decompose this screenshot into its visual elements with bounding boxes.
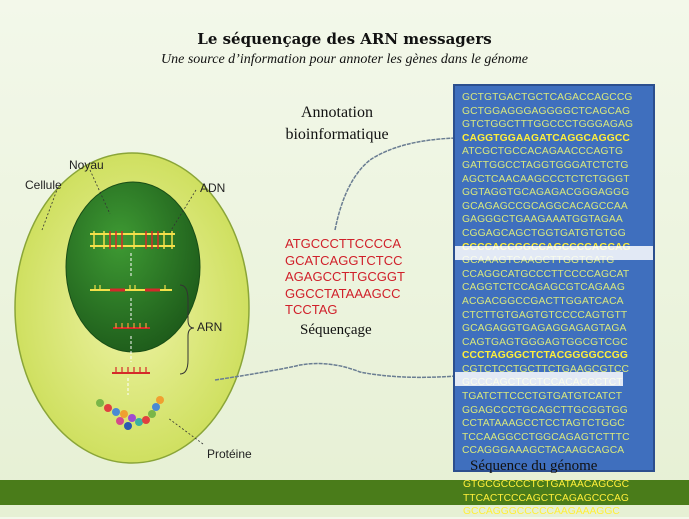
genome-line: GATTGGCCTAGGTGGGATCTCTG (462, 159, 652, 173)
read-line: AGAGCCTTGCGGT (285, 269, 455, 286)
genome-line: GCTGTGACTGCTCAGACCAGCCG (462, 91, 652, 105)
genome-line: GCAGAGGTGAGAGGAGAGTAGA (462, 322, 652, 336)
genome-line: GAGGGCTGAAGAAATGGTAGAA (462, 213, 652, 227)
annotation-arrow (335, 138, 456, 230)
read-sequence: ATGCCCTTCCCCA GCATCAGGTCTCC AGAGCCTTGCGG… (285, 236, 455, 319)
genome-sequence-panel: GCTGTGACTGCTCAGACCAGCCG GCTGGAGGGAGGGGCT… (453, 84, 655, 472)
genome-continuation: GTGCGCCCCTCTGATAACAGCGC TTCACTCCCAGCTCAG… (463, 478, 663, 519)
genome-line: GCTGGAGGGAGGGGCTCAGCAG (462, 105, 652, 119)
intron-box (453, 246, 653, 260)
genome-line-highlight: CAGGTGGAAGATCAGGCAGGCC (462, 132, 652, 146)
sequencing-label: Séquençage (300, 322, 372, 339)
genome-line: GTGCGCCCCTCTGATAACAGCGC (463, 478, 663, 492)
annotation-label: Annotation bioinformatique (262, 102, 412, 146)
annotation-line-1: Annotation (262, 102, 412, 124)
genome-line: CGGAGCAGCTGGTGATGTGTGG (462, 227, 652, 241)
genome-line: CAGTGAGTGGGAGTGGCGTCGC (462, 336, 652, 350)
genome-line: CCAGGGAAAGCTACAAGCAGCA (462, 444, 652, 458)
annotation-line-2: bioinformatique (262, 124, 412, 146)
genome-line-highlight: CCCTAGGGCTCTACGGGGCCGG (462, 349, 652, 363)
genome-line: ACGACGGCCGACTTGGATCACA (462, 295, 652, 309)
intron-box (453, 372, 623, 386)
genome-line: GGTAGGTGCAGAGACGGGAGGG (462, 186, 652, 200)
genome-line: GTCTGGCTTTGGCCCTGGGAGAG (462, 118, 652, 132)
sequencing-curve (215, 364, 456, 380)
genome-line: ATCGCTGCCACAGAACCCAGTG (462, 145, 652, 159)
genome-line: TCCAAGGCCTGGCAGAGTCTTTC (462, 431, 652, 445)
genome-line: AGCTCAACAAGCCCTCTCTGGGT (462, 173, 652, 187)
genome-line: TGATCTTCCCTGTGATGTCATCT (462, 390, 652, 404)
genome-line: CCTATAAAGCCTCCTAGTCTGGC (462, 417, 652, 431)
genome-line: CAGGTCTCCAGAGCGTCAGAAG (462, 281, 652, 295)
genome-line: CTCTTGTGAGTGTCCCCAGTGTT (462, 309, 652, 323)
genome-line: GCAGAGCCGCAGGCACAGCCAA (462, 200, 652, 214)
read-line: GGCCTATAAAGCC (285, 286, 455, 303)
read-line: ATGCCCTTCCCCA (285, 236, 455, 253)
read-line: TCCTAG (285, 302, 455, 319)
genome-label: Séquence du génome (470, 458, 597, 475)
genome-line: GGAGCCCTGCAGCTTGCGGTGG (462, 404, 652, 418)
read-line: GCATCAGGTCTCC (285, 253, 455, 270)
genome-line: CCAGGCATGCCCTTCCCCAGCAT (462, 268, 652, 282)
genome-line: TTCACTCCCAGCTCAGAGCCCAG (463, 492, 663, 506)
